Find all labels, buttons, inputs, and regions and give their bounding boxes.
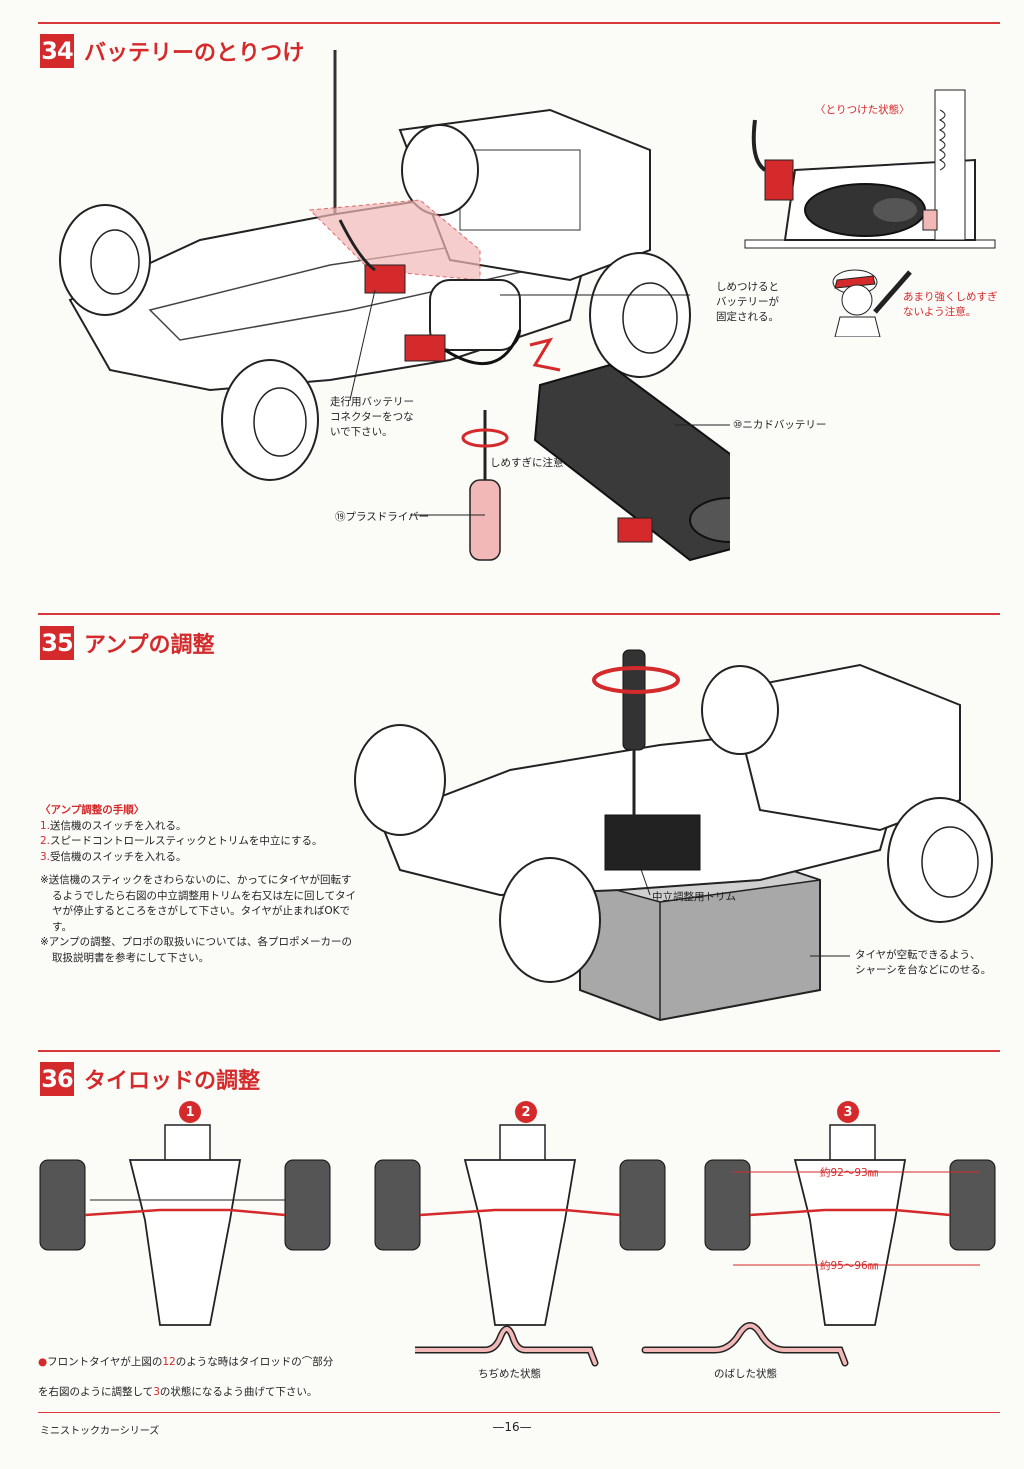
section-title: アンプの調整: [84, 633, 215, 658]
screwdriver-label: ⑲プラスドライバー: [335, 511, 430, 523]
tierod-figures: [39, 1124, 996, 1326]
steps-heading: 〈アンプ調整の手順〉: [40, 804, 145, 816]
amp-adjust-steps: 〈アンプ調整の手順〉 1.送信機のスイッチを入れる。 2.スピードコントロールス…: [40, 803, 360, 966]
dimension-bottom: 約95〜96㎜: [820, 1260, 879, 1272]
rule-footer: [38, 1412, 1000, 1413]
stretched-label: のばした状態: [714, 1368, 777, 1380]
rule-section-36: [38, 1050, 1000, 1052]
section-number: 36: [40, 1062, 74, 1096]
dimension-top: 約92〜93㎜: [820, 1167, 879, 1179]
connector-lower: [404, 334, 446, 362]
section-35-header: 35 アンプの調整: [40, 626, 214, 660]
tire-front-right: [221, 359, 319, 481]
stand-note: タイヤが空転できるよう、 シャーシを台などにのせる。: [855, 949, 992, 976]
figure-number-3: 3: [837, 1101, 859, 1123]
section-number: 35: [40, 626, 74, 660]
overtighten-warning: しめすぎに注意: [490, 457, 564, 469]
attached-state-inset: [744, 89, 996, 249]
rule-section-35: [38, 613, 1000, 615]
connector-note: 走行用バッテリー コネクターをつな いで下さい。: [330, 396, 414, 438]
tierod-instruction: ●フロントタイヤが上図の12のような時はタイロッドの⌒部分 を右図のように調整し…: [38, 1356, 334, 1398]
bullet-icon: ●: [38, 1356, 48, 1368]
figure-number-1: 1: [179, 1101, 201, 1123]
dont-overtighten-note: あまり強くしめすぎ ないよう注意。: [903, 291, 998, 318]
phillips-screwdriver: [461, 410, 509, 561]
section-36-header: 36 タイロッドの調整: [40, 1062, 260, 1096]
attached-state-label: 〈とりつけた状態〉: [815, 104, 910, 116]
crank-icon: ⌒: [301, 1356, 313, 1368]
battery-label: ⑩ニカドバッテリー: [733, 419, 827, 431]
connector-upper: [364, 264, 406, 294]
figure-number-2: 2: [515, 1101, 537, 1123]
page-number: —16—: [492, 1420, 532, 1434]
tire-rear-right: [589, 252, 691, 378]
series-name: ミニストックカーシリーズ: [40, 1426, 160, 1437]
section-title: タイロッドの調整: [84, 1069, 261, 1094]
battery-install-illustration: [59, 50, 730, 562]
neutral-trim-label: 中立調整用トリム: [652, 891, 736, 903]
tighten-note: しめつけると バッテリーが 固定される。: [716, 281, 779, 323]
tire-front-left: [59, 204, 151, 316]
note-propo: ※アンプの調整、プロポの取扱いについては、各プロポメーカーの取扱説明書を参考にし…: [40, 936, 353, 964]
tire-rear-left: [401, 124, 479, 216]
front-end-figure-2: [374, 1124, 666, 1326]
section-number: 34: [40, 34, 74, 68]
mechanic-character: [832, 269, 912, 337]
step-item: 3.受信機のスイッチを入れる。: [40, 850, 187, 863]
rule-top: [38, 22, 1000, 24]
section-34-header: 34 バッテリーのとりつけ: [40, 34, 304, 68]
front-end-figure-3: [704, 1124, 996, 1326]
note-trim: ※送信機のスティックをさわらないのに、かってにタイヤが回転するようでしたら右図の…: [40, 874, 357, 933]
section-title: バッテリーのとりつけ: [84, 41, 305, 66]
step-item: 2.スピードコントロールスティックとトリムを中立にする。: [40, 835, 323, 847]
nicd-battery: [533, 363, 730, 562]
compressed-label: ちぢめた状態: [478, 1368, 541, 1380]
tierod-shape-diagrams: [415, 1322, 849, 1367]
step-item: 1.送信機のスイッチを入れる。: [40, 819, 187, 832]
front-end-figure-1: [39, 1124, 331, 1326]
amp-adjust-illustration: [354, 649, 993, 1022]
